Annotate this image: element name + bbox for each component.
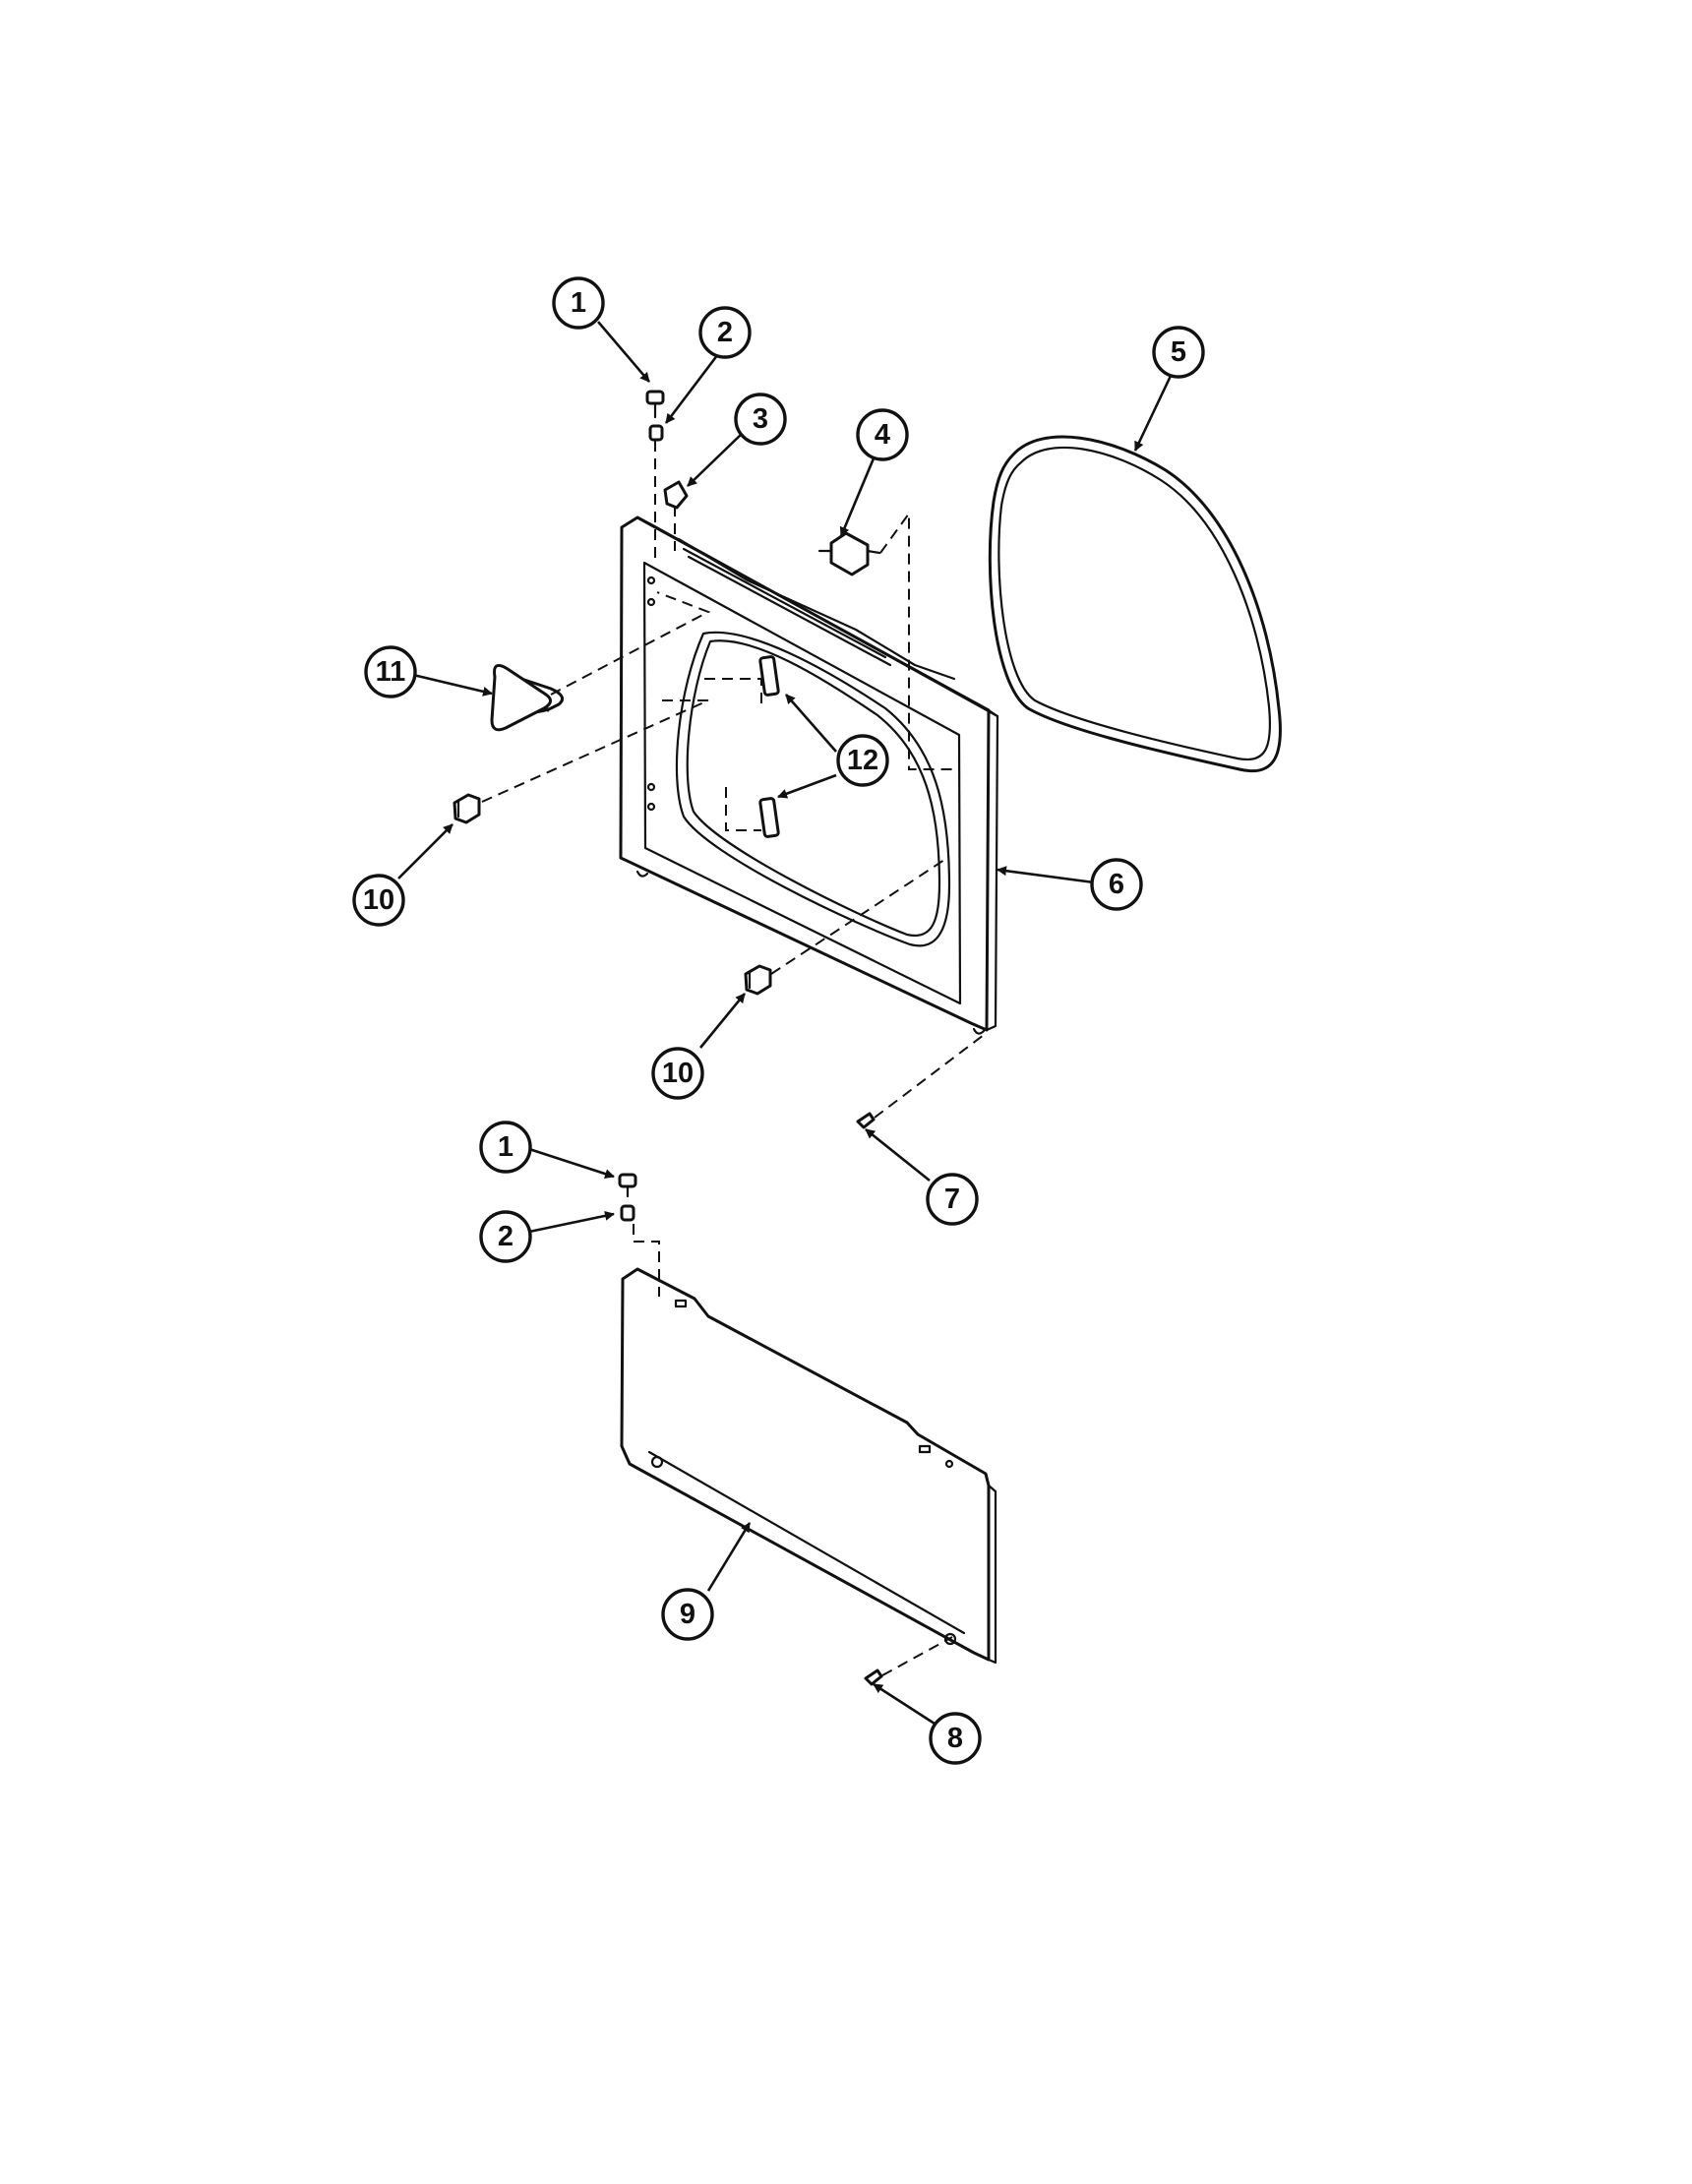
callout-1-lower: 1 bbox=[479, 1121, 532, 1174]
callout-label: 1 bbox=[571, 287, 586, 319]
callout-5: 5 bbox=[1152, 326, 1205, 379]
callout-label: 12 bbox=[847, 745, 878, 776]
hinge-bracket-upper bbox=[758, 655, 780, 697]
clip-left bbox=[453, 793, 481, 824]
door-switch bbox=[817, 531, 881, 576]
clip-right bbox=[744, 964, 772, 996]
callout-4: 4 bbox=[856, 408, 909, 461]
front-panel bbox=[619, 516, 999, 1035]
callout-label: 2 bbox=[498, 1221, 514, 1252]
callout-label: 11 bbox=[376, 656, 406, 688]
clip-upper bbox=[663, 480, 689, 510]
callout-6: 6 bbox=[1090, 858, 1143, 911]
leader-lines bbox=[397, 321, 1173, 1726]
nut-lower bbox=[620, 1204, 635, 1222]
callout-9: 9 bbox=[661, 1588, 714, 1641]
callout-label: 7 bbox=[944, 1183, 960, 1215]
callout-label: 8 bbox=[947, 1723, 963, 1754]
callout-8: 8 bbox=[929, 1712, 982, 1765]
callout-1-upper: 1 bbox=[552, 276, 605, 330]
callout-label: 6 bbox=[1109, 869, 1124, 900]
door-gasket bbox=[988, 435, 1282, 773]
screw-lower bbox=[618, 1173, 637, 1198]
triangle-label-shape bbox=[490, 663, 552, 732]
callout-7: 7 bbox=[926, 1173, 979, 1226]
kick-panel bbox=[620, 1267, 997, 1665]
screw-7 bbox=[856, 1112, 876, 1129]
callout-2-upper: 2 bbox=[698, 306, 752, 359]
callout-11: 11 bbox=[364, 645, 417, 698]
callout-label: 3 bbox=[753, 403, 768, 435]
callout-label: 1 bbox=[498, 1131, 514, 1163]
screw-8 bbox=[864, 1668, 883, 1686]
callout-12: 12 bbox=[836, 734, 889, 787]
callout-label: 5 bbox=[1171, 336, 1186, 368]
callout-label: 2 bbox=[717, 317, 733, 348]
callout-label: 10 bbox=[662, 1058, 694, 1089]
callout-label: 9 bbox=[680, 1599, 695, 1630]
callout-10-right: 10 bbox=[651, 1047, 704, 1100]
hinge-bracket-lower bbox=[758, 797, 780, 838]
callout-label: 10 bbox=[363, 884, 394, 916]
callout-2-lower: 2 bbox=[479, 1210, 532, 1263]
callout-label: 4 bbox=[875, 419, 890, 451]
callout-10-left: 10 bbox=[352, 874, 405, 927]
screw-upper bbox=[645, 390, 665, 419]
nut-upper bbox=[648, 424, 664, 442]
assembly-dashed-lines bbox=[481, 441, 985, 1676]
callout-3: 3 bbox=[734, 393, 787, 446]
